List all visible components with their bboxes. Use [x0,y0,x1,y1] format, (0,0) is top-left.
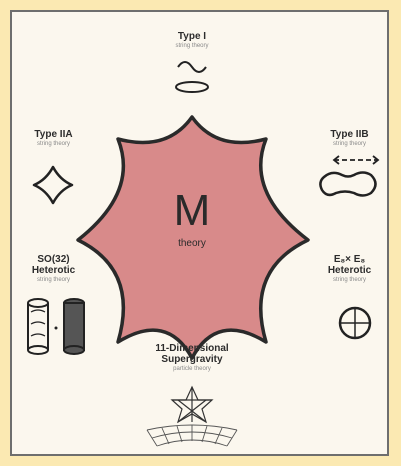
e8-sphere-icon [340,308,370,338]
so32-label: SO(32) Heterotic string theory [16,254,91,284]
e8e8-sub: string theory [312,276,387,284]
type-iib-name: Type IIB [312,129,387,140]
so32-name-line2: Heterotic [16,265,91,276]
double-arrow-icon [334,156,378,164]
supergravity-label: 11-Dimensional Supergravity particle the… [127,343,257,373]
supergravity-lattice-icon [172,387,212,422]
center-letter: M [152,188,232,234]
type-iib-label: Type IIB string theory [312,129,387,148]
e8e8-name-line1: E₈× E₈ [312,254,387,265]
peanut-loop-icon [320,173,375,196]
supergravity-name-line1: 11-Dimensional [127,343,257,354]
e8e8-label: E₈× E₈ Heterotic string theory [312,254,387,284]
type-iia-sub: string theory [16,140,91,148]
type-iia-label: Type IIA string theory [16,129,91,148]
e8e8-name-line2: Heterotic [312,265,387,276]
so32-cylinders-icon [28,299,84,354]
so32-sub: string theory [16,276,91,284]
supergravity-sub: particle theory [127,365,257,373]
type-iib-sub: string theory [312,140,387,148]
type-iia-string-icon [34,167,72,203]
closed-string-icon [176,82,208,92]
type-i-sub: string theory [152,42,232,50]
type-i-label: Type I string theory [152,31,232,50]
center-subtitle: theory [152,238,232,249]
type-iia-name: Type IIA [16,129,91,140]
diagram-frame: M theory Type I string theory Type IIA s… [10,10,389,456]
diagram-graphics [12,12,391,458]
supergravity-name-line2: Supergravity [127,354,257,365]
type-i-name: Type I [152,31,232,42]
so32-name-line1: SO(32) [16,254,91,265]
spacetime-grid-icon [147,425,237,446]
open-string-icon [178,62,206,72]
